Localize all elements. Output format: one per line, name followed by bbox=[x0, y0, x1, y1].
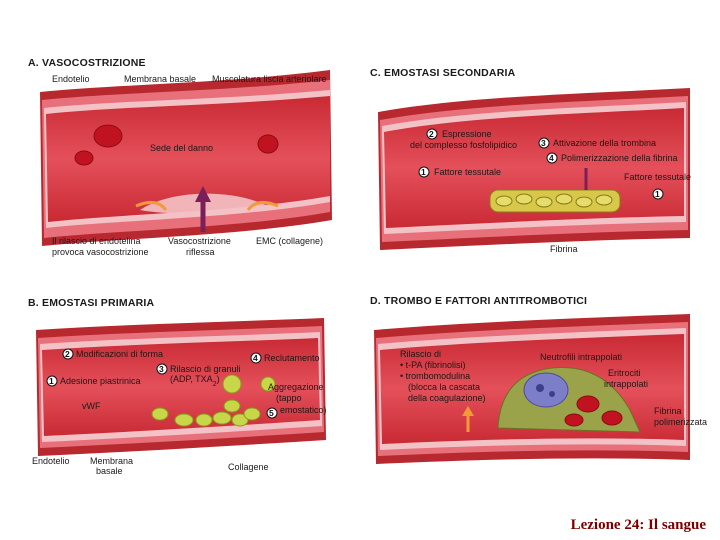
label-collagen: Collagene bbox=[228, 462, 269, 472]
badge-b-1: 1 bbox=[49, 376, 54, 386]
label-basement-b-1: Membrana bbox=[90, 456, 133, 466]
label-neutrophils: Neutrofili intrappolati bbox=[540, 352, 622, 362]
label-release: Rilascio di bbox=[400, 349, 441, 359]
badges-b: 2 3 4 1 5 bbox=[46, 348, 278, 419]
panel-d-title: D. TROMBO E FATTORI ANTITROMBOTICI bbox=[370, 295, 587, 307]
reflex-arrowhead bbox=[195, 186, 211, 202]
label-granule-2: (ADP, TXA2) bbox=[170, 374, 220, 388]
label-endothelin-1: Il rilascio di endotelina bbox=[52, 236, 141, 246]
thrombus-d bbox=[497, 366, 641, 433]
label-shape-change: Modificazioni di forma bbox=[76, 349, 163, 359]
label-tissue-factor: Fattore tessutale bbox=[434, 167, 501, 177]
label-fibrin-poly: Polimerizzazione della fibrina bbox=[561, 153, 678, 163]
label-endothelin-2: provoca vasocostrizione bbox=[52, 247, 149, 257]
badge-b-5: 5 bbox=[269, 408, 274, 418]
label-tpa: • t-PA (fibrinolisi) bbox=[400, 360, 466, 370]
label-damage-site: Sede del danno bbox=[150, 143, 213, 153]
label-reflex-1: Vasocostrizione bbox=[168, 236, 231, 246]
badge-b-3: 3 bbox=[159, 364, 164, 374]
badge-c-3: 3 bbox=[541, 138, 546, 148]
label-basement-a: Membrana basale bbox=[124, 74, 196, 84]
release-arrowhead bbox=[462, 406, 474, 416]
label-thrombomodulin: • trombomodulina bbox=[400, 371, 470, 381]
badge-c-1b: 1 bbox=[655, 189, 660, 199]
label-thrombin: Attivazione della trombina bbox=[553, 138, 656, 148]
erythrocytes-a bbox=[74, 124, 279, 166]
label-fibrin-d-2: polimerizzata bbox=[654, 417, 707, 427]
panel-b: B. EMOSTASI PRIMARIA 2 3 4 1 bbox=[28, 297, 327, 476]
endothelin-arrow bbox=[135, 201, 168, 211]
label-erythro-2: intrappolati bbox=[604, 379, 648, 389]
label-aggregation-2: (tappo bbox=[276, 393, 302, 403]
label-endothelium-b: Endotelio bbox=[32, 456, 70, 466]
badge-b-2: 2 bbox=[65, 349, 70, 359]
panel-d: D. TROMBO E FATTORI ANTITROMBOTICI Rilas… bbox=[370, 295, 707, 464]
label-fibrin: Fibrina bbox=[550, 244, 578, 254]
label-adhesion: Adesione piastrinica bbox=[60, 376, 141, 386]
panel-c: C. EMOSTASI SECONDARIA 2 3 4 1 bbox=[370, 67, 691, 254]
label-tissue-factor-r: Fattore tessutale bbox=[624, 172, 691, 182]
badge-c-1: 1 bbox=[421, 167, 426, 177]
label-aggregation-1: Aggregazione bbox=[268, 382, 324, 392]
badge-c-4: 4 bbox=[549, 153, 554, 163]
badges-c: 2 3 4 1 1 bbox=[418, 128, 664, 200]
label-ecm: EMC (collagene) bbox=[256, 236, 323, 246]
label-expression-2: del complesso fosfolipidico bbox=[410, 140, 517, 150]
label-endothelium-a: Endotelio bbox=[52, 74, 90, 84]
label-block-2: della coagulazione) bbox=[408, 393, 486, 403]
label-fibrin-d-1: Fibrina bbox=[654, 406, 682, 416]
panel-b-title: B. EMOSTASI PRIMARIA bbox=[28, 297, 155, 309]
label-block-1: (blocca la cascata bbox=[408, 382, 480, 392]
label-erythro-1: Eritrociti bbox=[608, 368, 641, 378]
label-aggregation-3: emostatico) bbox=[280, 405, 327, 415]
badge-c-2: 2 bbox=[429, 129, 434, 139]
label-recruitment: Reclutamento bbox=[264, 353, 320, 363]
panel-c-title: C. EMOSTASI SECONDARIA bbox=[370, 67, 516, 79]
panel-a-title: A. VASOCOSTRIZIONE bbox=[28, 57, 146, 69]
ecm-arrow bbox=[246, 201, 279, 211]
badge-b-4: 4 bbox=[253, 353, 258, 363]
label-muscle-a: Muscolatura liscia arteriolare bbox=[212, 74, 327, 84]
fibrin-plug-c bbox=[489, 189, 621, 213]
panel-a: A. VASOCOSTRIZIONE Endotelio Membrana ba… bbox=[28, 57, 332, 257]
slide-caption: Lezione 24: Il sangue bbox=[570, 517, 706, 533]
label-basement-b-2: basale bbox=[96, 466, 123, 476]
label-vwf: vWF bbox=[82, 401, 101, 411]
label-expression-1: Espressione bbox=[442, 129, 492, 139]
platelets-b bbox=[151, 374, 276, 427]
label-reflex-2: riflessa bbox=[186, 247, 215, 257]
label-granule-1: Rilascio di granuli bbox=[170, 364, 241, 374]
